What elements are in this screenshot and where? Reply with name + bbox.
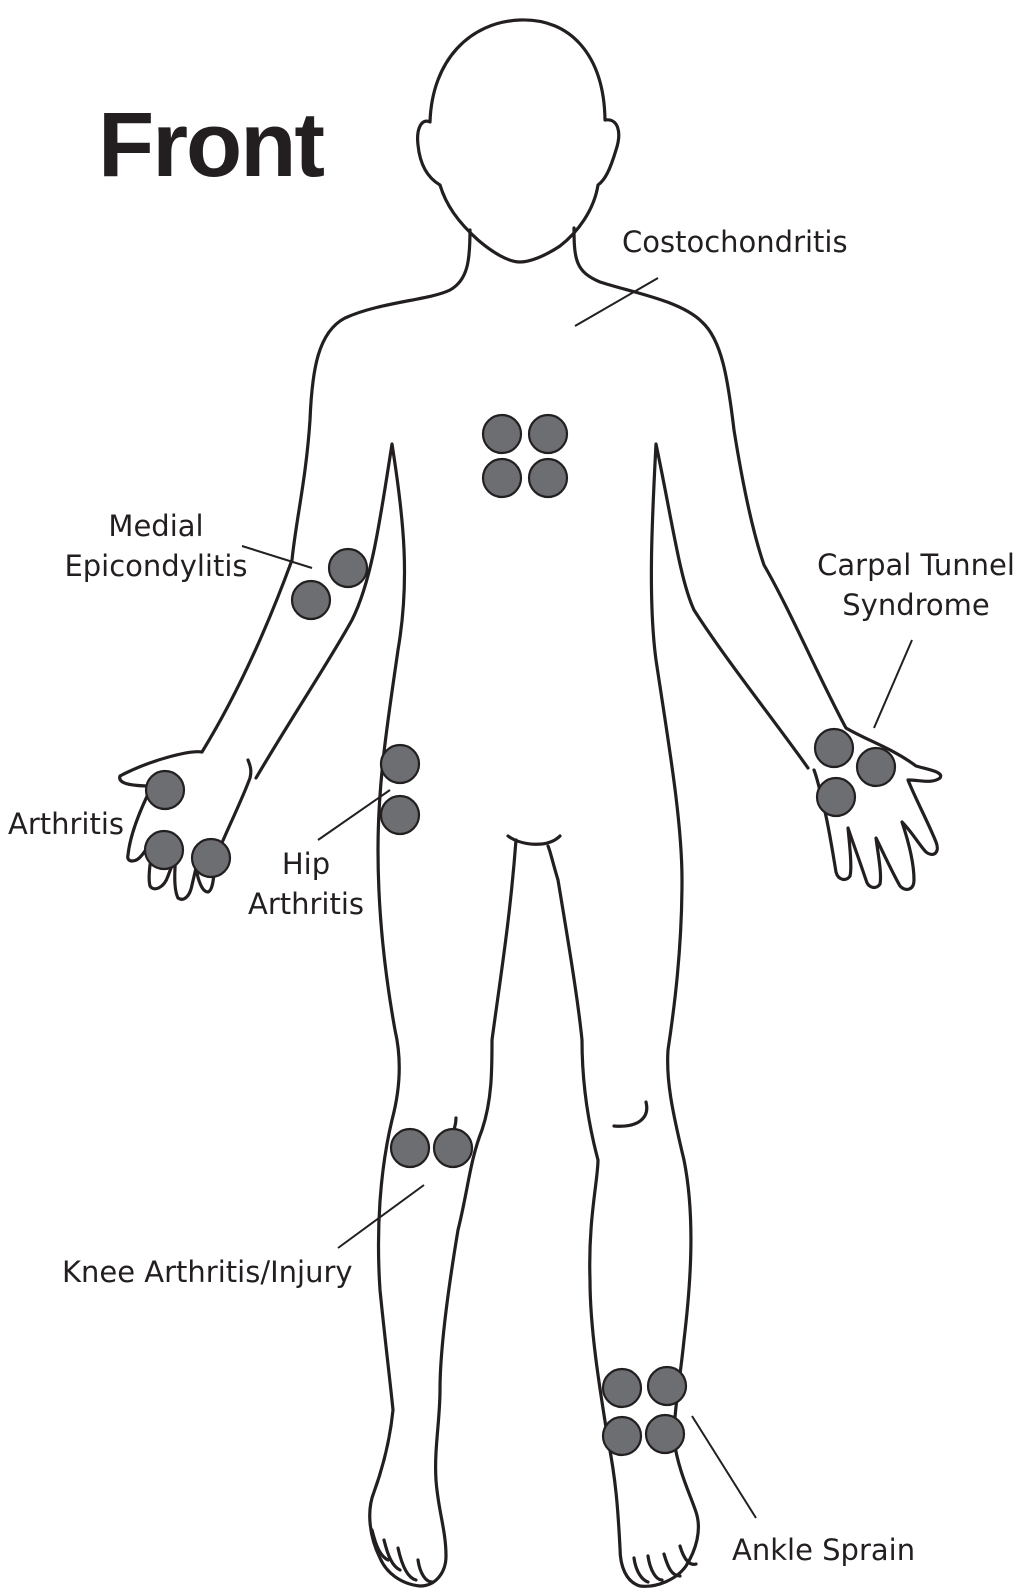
medial-epicondylitis-label: Medial Epicondylitis — [62, 506, 250, 586]
arthritis-label: Arthritis — [8, 804, 124, 844]
hip-arthritis-line-2: Arthritis — [246, 884, 366, 924]
wrist-marker — [815, 729, 853, 767]
hip-arthritis-label: Hip Arthritis — [246, 844, 366, 924]
knee-marker — [434, 1129, 472, 1167]
carpal-tunnel-line-2: Syndrome — [816, 585, 1016, 625]
wrist-marker — [817, 778, 855, 816]
knee-marker — [391, 1129, 429, 1167]
costochondritis-label: Costochondritis — [622, 222, 848, 262]
knee-label: Knee Arthritis/Injury — [62, 1252, 353, 1292]
chest-marker — [529, 415, 567, 453]
chest-marker — [483, 415, 521, 453]
elbow-marker — [329, 549, 367, 587]
hand-arthritis-marker — [192, 839, 230, 877]
hand-arthritis-marker — [145, 831, 183, 869]
hip-arthritis-line-1: Hip — [246, 844, 366, 884]
costochondritis-leader — [575, 278, 658, 326]
left-foot-toes — [372, 1530, 432, 1582]
body-outline-head — [418, 20, 619, 262]
carpal-tunnel-leader — [874, 640, 912, 728]
hip-marker — [381, 796, 419, 834]
medial-epicondylitis-leader — [242, 546, 312, 568]
hand-arthritis-marker — [146, 771, 184, 809]
carpal-tunnel-label: Carpal Tunnel Syndrome — [816, 545, 1016, 625]
right-knee-mark — [614, 1102, 647, 1126]
medial-epicondylitis-line-2: Epicondylitis — [62, 546, 250, 586]
page-title: Front — [98, 90, 323, 200]
chest-marker — [529, 459, 567, 497]
chest-marker — [483, 459, 521, 497]
medial-epicondylitis-line-1: Medial — [62, 506, 250, 546]
wrist-marker — [857, 748, 895, 786]
elbow-marker — [292, 581, 330, 619]
ankle-marker — [648, 1367, 686, 1405]
ankle-leader — [692, 1416, 756, 1518]
hip-marker — [381, 745, 419, 783]
carpal-tunnel-line-1: Carpal Tunnel — [816, 545, 1016, 585]
ankle-marker — [603, 1369, 641, 1407]
ankle-label: Ankle Sprain — [732, 1530, 915, 1570]
ankle-marker — [603, 1417, 641, 1455]
ankle-marker — [646, 1415, 684, 1453]
